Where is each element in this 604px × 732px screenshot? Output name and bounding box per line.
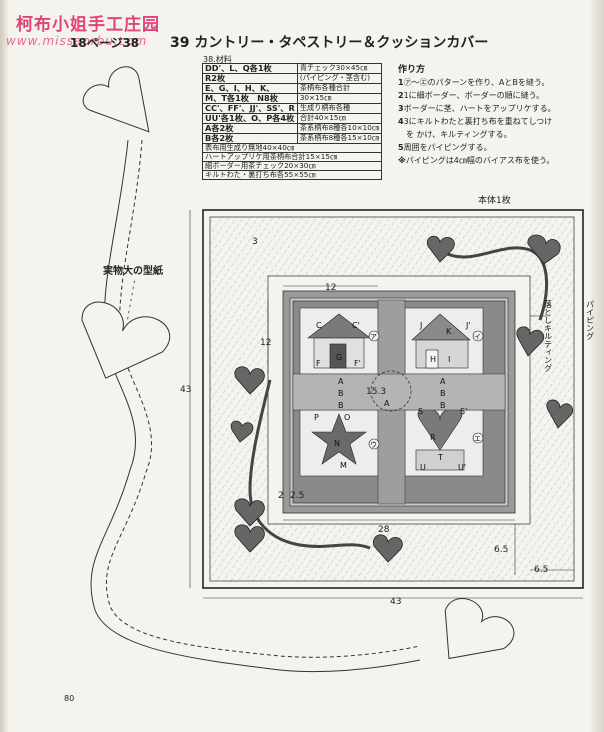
svg-text:S: S (418, 407, 423, 416)
dim-2: 2 (278, 491, 284, 501)
materials-row: キルトわた・裏打ち布各55×55㎝ (201, 169, 383, 180)
svg-text:エ: エ (474, 435, 481, 443)
block-イ (404, 307, 484, 375)
svg-text:B: B (338, 401, 344, 410)
svg-text:H: H (430, 355, 436, 364)
svg-text:- - - - - - -: - - - - - - - (123, 279, 140, 320)
svg-text:B: B (440, 389, 446, 398)
instruction-step: 5周囲をパイピングする。 (398, 141, 556, 154)
svg-text:イ: イ (474, 333, 481, 341)
border-hearts (230, 234, 574, 563)
svg-text:C: C (316, 321, 322, 330)
dim-2-5: 2.5 (290, 491, 304, 501)
instruction-step: ※パイピングは4㎝幅のバイアス布を使う。 (398, 154, 556, 167)
instruction-step: を かけ、キルティングする。 (398, 128, 556, 141)
step-text: パイピングは4㎝幅のバイアス布を使う。 (405, 156, 555, 165)
svg-text:U: U (420, 463, 426, 472)
svg-text:R: R (430, 433, 436, 442)
quilting-label: 落としキルティング (544, 299, 553, 372)
piping-label: パイピング (586, 300, 595, 340)
block-ア (299, 307, 379, 375)
page-edge-shadow (590, 0, 604, 732)
svg-text:A: A (338, 377, 344, 386)
step-number: 3 (398, 104, 404, 113)
svg-text:N: N (334, 439, 340, 448)
quilt-outer-frame (202, 209, 584, 589)
instruction-step: 3ボーダーに茎、ハートをアップリケする。 (398, 102, 556, 115)
material-note: キルトわた・裏打ち布各55×55㎝ (201, 169, 383, 180)
dim-6-5b: 6.5 (534, 565, 548, 575)
step-number: 2 (398, 91, 404, 100)
block-tags: ア イ ウ エ (368, 330, 484, 450)
dim-outer-width: 43 (390, 597, 401, 607)
step-number: 1 (398, 78, 404, 87)
dim-outer-height: 43 (180, 385, 191, 395)
svg-text:ア: ア (370, 333, 377, 341)
svg-text:P: P (314, 413, 319, 422)
step-number: ※ (398, 156, 406, 165)
dim-left-12: 12 (260, 338, 271, 348)
dim-border-3: 3 (252, 237, 258, 247)
dimension-lines (189, 210, 583, 599)
materials-row: B各2枚茶系柄布8種各15×10㎝ (202, 133, 383, 145)
svg-text:F: F (316, 359, 321, 368)
svg-text:C': C' (352, 321, 360, 330)
materials-section-label: 38.材料 (203, 55, 232, 64)
material-fabric: 茶系柄布8種各15×10㎝ (296, 133, 383, 145)
svg-text:U': U' (458, 463, 466, 472)
svg-text:T: T (437, 453, 443, 462)
watermark-chinese: 柯布小姐手工庄园 (16, 15, 160, 35)
svg-text:ウ: ウ (370, 441, 377, 449)
page-number: 80 (64, 694, 75, 703)
svg-text:M: M (340, 461, 347, 470)
svg-text:A: A (440, 377, 446, 386)
svg-text:G: G (336, 353, 342, 362)
page-reference: 18ページ38 (70, 36, 140, 50)
step-number: 5 (398, 143, 404, 152)
svg-text:J: J (419, 321, 422, 330)
svg-text:S': S' (460, 407, 467, 416)
step-text: ボーダーに茎、ハートをアップリケする。 (403, 104, 556, 113)
watermark-url: www.missaorbu.com (6, 34, 148, 48)
step-text: を かけ、キルティングする。 (398, 130, 512, 139)
step-number: 4 (398, 117, 404, 126)
dim-6-5a: 6.5 (494, 545, 508, 555)
dim-center: 15.3 (366, 387, 386, 397)
svg-text:B: B (440, 401, 446, 410)
instructions-title: 作り方 (398, 65, 426, 75)
step-text: 周囲をパイピングする。 (403, 143, 492, 152)
instruction-step: 43にキルトわたと裏打ち布を重ねてしつけ (398, 115, 556, 128)
materials-row: UU'各1枚、O、P各4枚合計40×15㎝ (202, 113, 383, 125)
svg-text:I: I (448, 355, 450, 364)
svg-text:O: O (344, 413, 350, 422)
border-vines (248, 246, 549, 550)
svg-text:B: B (338, 389, 344, 398)
dim-top-12: 12 (325, 283, 336, 293)
step-text: ㋐〜㋓のパターンを作り、AとBを縫う。 (403, 78, 550, 87)
instruction-step: 21に細ボーダー、ボーダーの順に縫う。 (398, 89, 556, 102)
page-title: 39 カントリー・タペストリー＆クッションカバー (170, 35, 489, 51)
page-binding-shadow (0, 0, 8, 732)
svg-text:A: A (384, 399, 390, 408)
block-エ (404, 407, 484, 477)
svg-text:F': F' (354, 359, 361, 368)
svg-text:K: K (446, 327, 452, 336)
instruction-step: 1㋐〜㋓のパターンを作り、AとBを縫う。 (398, 76, 556, 89)
body-label: 本体1枚 (478, 196, 511, 206)
dim-inner-width: 28 (378, 525, 390, 535)
block-ウ (299, 409, 379, 477)
pattern-label: 実物大の型紙 (103, 266, 163, 277)
instructions-list: 1㋐〜㋓のパターンを作り、AとBを縫う。21に細ボーダー、ボーダーの順に縫う。3… (398, 76, 556, 167)
step-text: 1に細ボーダー、ボーダーの順に縫う。 (403, 91, 545, 100)
svg-text:J': J' (465, 321, 471, 330)
step-text: 3にキルトわたと裏打ち布を重ねてしつけ (403, 117, 553, 126)
template-hearts (81, 66, 515, 660)
